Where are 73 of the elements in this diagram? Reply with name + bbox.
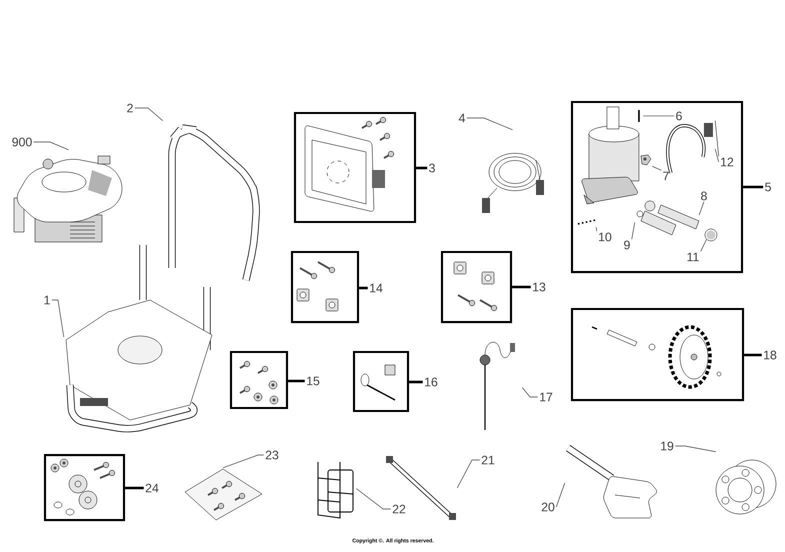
callout-number: 12 — [721, 158, 734, 166]
parts-kit-box — [290, 250, 360, 324]
leader-line — [125, 486, 144, 490]
wand-holder-drawing — [318, 462, 354, 519]
callout-number: 14 — [370, 284, 382, 292]
spring-drawing — [578, 219, 596, 225]
callout-number: 900 — [12, 138, 32, 146]
seal-drawing — [704, 228, 718, 242]
leader-line — [631, 222, 636, 240]
hose-drawing — [482, 153, 544, 213]
parts-kit-box — [570, 308, 744, 402]
parts-kit-box — [230, 350, 288, 410]
handle-drawing — [168, 124, 260, 281]
callout-number: 5 — [765, 182, 771, 192]
callout-number: 8 — [701, 192, 707, 200]
leader-line — [222, 454, 264, 468]
leader-line — [714, 148, 720, 162]
wand-drawing — [386, 456, 456, 520]
callout-number: 24 — [146, 484, 158, 492]
tube-drawing — [636, 210, 676, 236]
callout-number: 19 — [661, 442, 674, 450]
parts-kit-box — [352, 350, 410, 412]
hose-drawing — [666, 122, 713, 174]
spray-gun-drawing — [566, 445, 657, 518]
callout-number: 4 — [458, 114, 466, 122]
callout-number: 16 — [425, 378, 438, 386]
leader-line — [288, 380, 305, 382]
parts-kit-box — [44, 454, 126, 522]
leader-line — [51, 300, 64, 338]
frame-drawing — [66, 245, 212, 432]
callout-number: 21 — [482, 456, 494, 464]
callout-number: 17 — [540, 392, 552, 402]
pickup-tube-drawing — [480, 342, 515, 430]
callout-number: 18 — [764, 350, 776, 360]
leader-line — [33, 142, 69, 150]
leader-line — [134, 108, 164, 122]
callout-number: 7 — [663, 172, 669, 180]
callout-number: 20 — [542, 502, 554, 512]
pump-drawing — [582, 106, 640, 204]
callout-number: 15 — [307, 376, 320, 386]
callout-number: 23 — [266, 450, 278, 460]
callout-number: 6 — [676, 112, 682, 120]
callout-number: 2 — [127, 104, 133, 112]
fitting-drawing — [640, 154, 652, 166]
leader-line — [674, 446, 716, 452]
plug-tube-drawing — [644, 200, 700, 230]
leader-line — [698, 201, 704, 216]
callout-number: 3 — [429, 164, 435, 172]
callout-number: 1 — [44, 296, 50, 304]
leader-line — [512, 286, 531, 288]
callout-number: 13 — [533, 282, 546, 292]
leader-line — [466, 118, 513, 130]
leader-line — [359, 286, 368, 290]
leader-line — [356, 488, 392, 510]
hose-reel-drawing — [716, 460, 776, 514]
parts-kit-box — [440, 250, 512, 324]
leader-line — [743, 186, 764, 188]
leader-line — [522, 387, 538, 398]
leader-line — [714, 120, 720, 157]
leader-line — [416, 166, 428, 170]
leader-line — [700, 239, 707, 252]
nozzle-bag-drawing — [184, 468, 262, 520]
leader-line — [456, 460, 480, 488]
leader-line — [652, 166, 662, 171]
leader-line — [409, 380, 423, 384]
callout-number: 9 — [624, 240, 630, 250]
leader-line — [596, 226, 598, 232]
parts-kit-box — [294, 112, 416, 224]
leader-line — [744, 354, 762, 356]
leader-line — [556, 482, 566, 508]
callout-number: 10 — [599, 232, 612, 242]
callout-number: 11 — [688, 252, 699, 262]
engine-drawing — [14, 156, 122, 242]
